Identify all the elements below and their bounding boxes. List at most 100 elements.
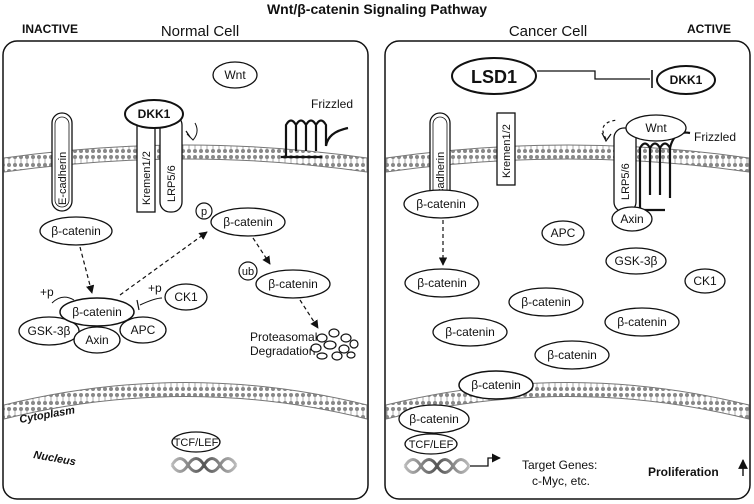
- bcat-node-right: [458, 370, 534, 400]
- gsk3b-node-right: [605, 247, 667, 275]
- lsd1-label: LSD1: [471, 67, 517, 87]
- lsd1-inhibit-line: [537, 70, 650, 80]
- lrp-inhibit-bar: [185, 130, 191, 138]
- apc-label: APC: [131, 323, 156, 337]
- cell-membrane: [3, 144, 368, 173]
- axin-label-right: Axin: [620, 212, 643, 226]
- plus-p-right: +p: [148, 281, 162, 295]
- arrow-to-ubiquitin: [252, 237, 271, 265]
- kremen-label: Kremen1/2: [141, 151, 153, 205]
- gsk-phosph-link: [51, 296, 75, 304]
- axin-node-right: [611, 206, 653, 232]
- frizzled-receptor-right: [638, 131, 691, 212]
- dkk1-node: [124, 99, 184, 129]
- arrow-to-degradation: [299, 299, 319, 329]
- ecadherin-protein: [51, 112, 73, 212]
- bcat-complex-label: β-catenin: [72, 305, 122, 319]
- bcat-label-right: β-catenin: [416, 197, 466, 211]
- ck1-phosph-link: [139, 297, 163, 306]
- bcat-nodes-right: β-catenin β-catenin β-catenin β-catenin …: [398, 189, 680, 434]
- frizzled-label-right: Frizzled: [694, 130, 736, 144]
- degradation-fragments: [310, 328, 359, 361]
- kremen-receptor-right: [496, 112, 516, 186]
- bcat-membrane-node: [39, 216, 113, 246]
- normal-cell-heading: Normal Cell: [161, 23, 239, 40]
- frizzled-receptor: [281, 119, 349, 159]
- phosphate-badge: [195, 202, 213, 220]
- phosphate-label: p: [201, 206, 207, 218]
- dkk1-label: DKK1: [138, 107, 171, 121]
- bcat-node-right: [534, 340, 610, 370]
- active-label: ACTIVE: [687, 22, 731, 36]
- diagram-title: Wnt/β-catenin Signaling Pathway: [267, 1, 487, 17]
- axin-label: Axin: [85, 333, 108, 347]
- frizzled-label: Frizzled: [311, 97, 353, 111]
- gsk3b-node: [18, 316, 80, 346]
- cancer-cell-heading: Cancer Cell: [509, 23, 587, 40]
- degradation-line2: Degradation: [250, 344, 315, 358]
- ecadherin-inner: [54, 116, 70, 208]
- ecadherin-label: E-cadherin: [57, 152, 69, 205]
- cancer-cell-panel: Cancer Cell ACTIVE LSD1 DKK1 E-cadherin …: [384, 22, 751, 500]
- bcat-phospho-label: β-catenin: [223, 215, 273, 229]
- gsk3b-label-right: GSK-3β: [615, 254, 658, 268]
- dkk1-node-right: [656, 65, 716, 95]
- bcat-node-right: [604, 307, 680, 337]
- tcf-lef-node-right: [404, 433, 458, 455]
- axin-node: [73, 326, 121, 354]
- gsk3b-label: GSK-3β: [28, 324, 71, 338]
- bcat-complex-node: [59, 297, 135, 327]
- bcat-phospho-node: [210, 207, 286, 237]
- arrow-to-phospho: [119, 231, 208, 296]
- kremen-label-right: Kremen1/2: [501, 124, 513, 178]
- tcf-lef-label: TCF/LEF: [174, 437, 219, 449]
- bcat-node-right: [404, 268, 480, 298]
- wnt-label: Wnt: [224, 68, 246, 82]
- ubiquitin-label: ub: [242, 266, 254, 278]
- bcat-label-right: β-catenin: [547, 348, 597, 362]
- lrp-inhibit-curve: [186, 122, 198, 141]
- dkk1-label-right: DKK1: [670, 73, 703, 87]
- lsd1-node: [451, 57, 537, 95]
- wnt-label-right: Wnt: [645, 121, 667, 135]
- lrp-label: LRP5/6: [166, 165, 178, 202]
- lrp-label-right: LRP5/6: [620, 163, 632, 200]
- dna-helix-right: [403, 458, 471, 474]
- bcat-node-right: [403, 189, 479, 219]
- apc-node-right: [541, 220, 585, 246]
- dna-helix: [170, 457, 238, 473]
- target-genes-line1: Target Genes:: [522, 458, 597, 472]
- tcf-lef-node: [171, 431, 221, 453]
- bcat-label-right: β-catenin: [617, 315, 667, 329]
- apc-node: [119, 316, 167, 344]
- ck1-label-right: CK1: [693, 274, 717, 288]
- bcat-ub-label: β-catenin: [268, 277, 318, 291]
- lrp-recycle-arrow: [602, 119, 619, 140]
- ubiquitin-badge: [238, 261, 258, 281]
- ck1-label: CK1: [174, 290, 198, 304]
- ck1-phosph-bar: [136, 299, 140, 311]
- bcat-label-right: β-catenin: [445, 325, 495, 339]
- nuclear-envelope: [3, 382, 368, 420]
- ck1-node: [164, 283, 208, 311]
- bcat-label-right: β-catenin: [417, 276, 467, 290]
- bcat-node-right: [398, 404, 470, 434]
- apc-label-right: APC: [551, 226, 576, 240]
- normal-cell-panel: INACTIVE Normal Cell Wnt Kremen1/2 LRP5/…: [2, 22, 369, 500]
- transcription-arrow: [470, 453, 501, 467]
- ck1-node-right: [684, 268, 726, 294]
- tcf-lef-label-right: TCF/LEF: [409, 439, 454, 451]
- arrow-to-complex: [79, 246, 95, 294]
- bcat-ub-node: [255, 269, 331, 299]
- bcat-node-right: [508, 287, 584, 317]
- bcat-label-right: β-catenin: [471, 378, 521, 392]
- bcat-membrane-label: β-catenin: [51, 224, 101, 238]
- wnt-node-right: [625, 114, 687, 142]
- bcat-label-right: β-catenin: [409, 412, 459, 426]
- bcat-label-right: β-catenin: [521, 295, 571, 309]
- lrp-recycle-head: [601, 132, 612, 143]
- wnt-node: [212, 61, 258, 89]
- inactive-label: INACTIVE: [22, 22, 78, 36]
- proliferation-label: Proliferation: [648, 465, 719, 479]
